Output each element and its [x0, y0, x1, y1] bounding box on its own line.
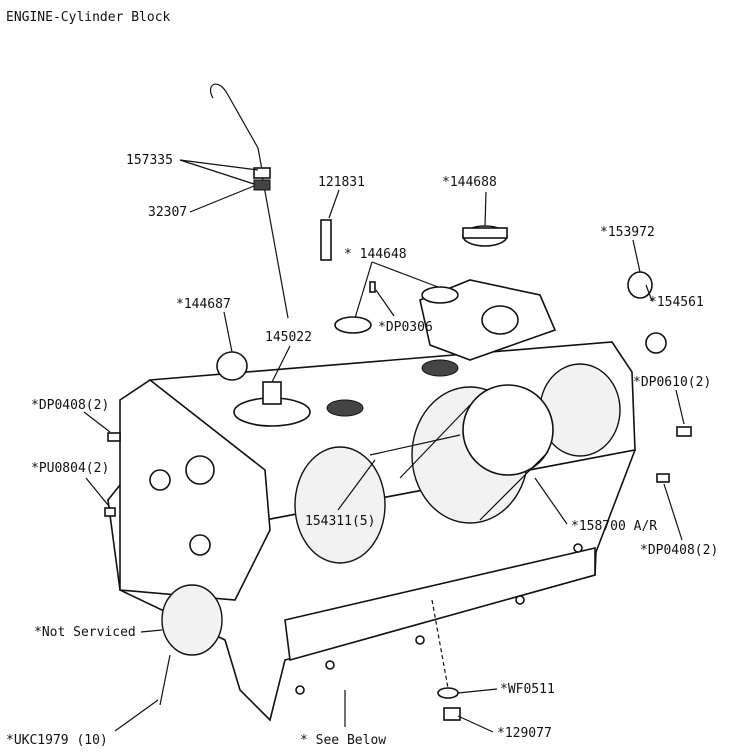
label-129077: *129077	[497, 726, 552, 741]
cylinder-block	[107, 279, 637, 722]
part-144648-plug-b	[421, 286, 459, 304]
label-dp0610: *DP0610(2)	[633, 375, 711, 390]
label-ukc1979: *UKC1979 (10)	[6, 733, 108, 748]
label-157335: 157335	[126, 153, 173, 168]
label-wf0511: *WF0511	[500, 682, 555, 697]
label-see-below: * See Below	[300, 733, 386, 748]
label-pu0804: *PU0804(2)	[31, 461, 109, 476]
diagram-title: ENGINE-Cylinder Block	[6, 10, 171, 25]
label-32307: 32307	[148, 205, 187, 220]
dipstick	[209, 83, 289, 319]
part-pu0804-pin	[104, 507, 116, 517]
label-144687: *144687	[176, 297, 231, 312]
label-144648: * 144648	[344, 247, 407, 262]
label-145022: 145022	[265, 330, 312, 345]
label-121831: 121831	[318, 175, 365, 190]
part-dp0306	[369, 281, 376, 293]
part-ukc1979-bolt	[159, 654, 171, 706]
part-dp0610-pin	[676, 426, 692, 437]
label-144688: *144688	[442, 175, 497, 190]
part-121831-tube	[320, 219, 332, 261]
label-154311: 154311(5)	[305, 514, 375, 529]
label-not-serviced: *Not Serviced	[34, 625, 136, 640]
label-158700: *158700 A/R	[571, 519, 657, 534]
part-dp0408-pin-right	[656, 473, 670, 483]
part-144648-plug-a	[334, 316, 372, 334]
part-129077-plug	[443, 707, 461, 721]
label-154561: *154561	[649, 295, 704, 310]
leader-lines	[83, 159, 685, 733]
part-154561-fitting	[645, 332, 667, 354]
label-dp0408-right: *DP0408(2)	[640, 543, 718, 558]
part-dp0408-pin-left	[107, 432, 121, 442]
part-wf0511-washer	[437, 687, 459, 699]
label-dp0408-left: *DP0408(2)	[31, 398, 109, 413]
label-153972: *153972	[600, 225, 655, 240]
label-dp0306: *DP0306	[378, 320, 433, 335]
part-144687-plug	[216, 351, 248, 381]
